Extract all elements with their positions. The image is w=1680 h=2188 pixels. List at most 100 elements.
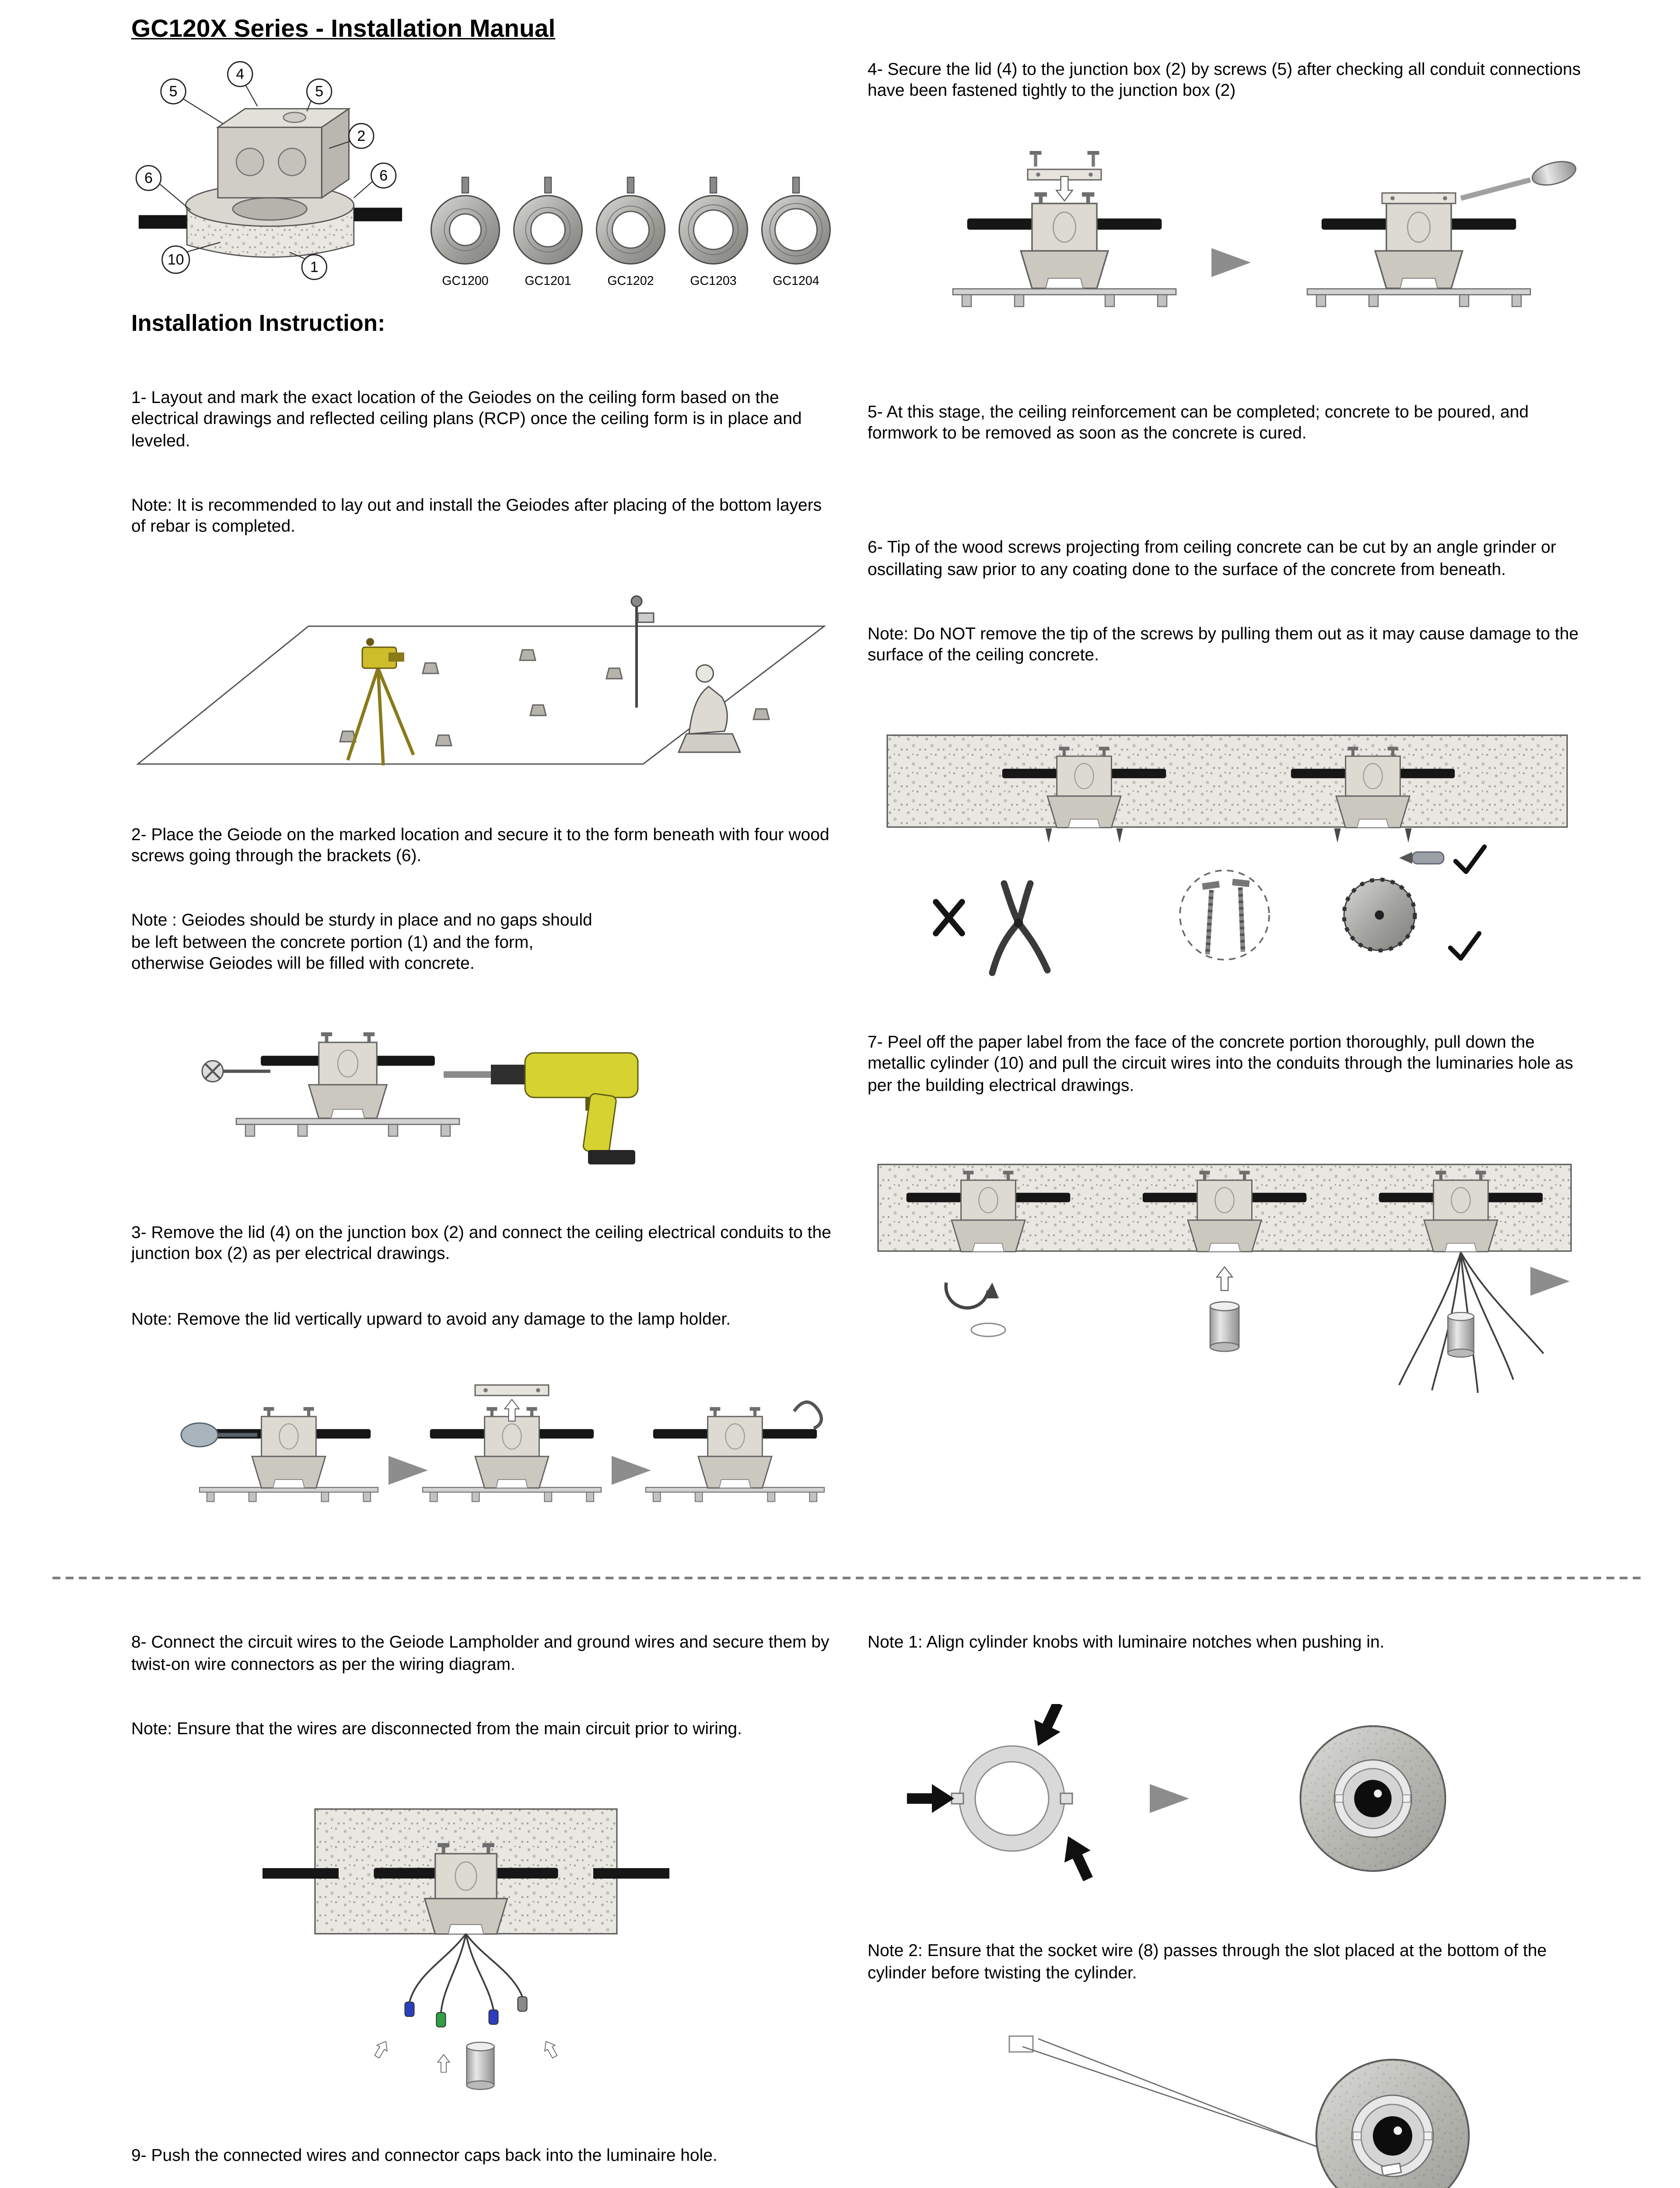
step-6-text: 6- Tip of the wood screws projecting fro…	[868, 537, 1561, 579]
pointer-arrow-icon	[540, 2038, 560, 2060]
pointer-arrow-icon	[371, 2038, 392, 2060]
hand-screw-icon	[201, 1060, 270, 1083]
cylinder-icon	[1447, 1311, 1474, 1358]
ring-icon	[679, 176, 748, 265]
illustration-remove-lid	[180, 1384, 825, 1502]
bottom-section: 8- Connect the circuit wires to the Geio…	[52, 1589, 1641, 2188]
product-gc1204: GC1204	[759, 175, 833, 289]
screw-icon	[1029, 151, 1042, 167]
product-gc1203: GC1203	[676, 175, 751, 289]
check-icon	[1450, 934, 1479, 959]
callout-2: 2	[357, 128, 365, 144]
step-8-note: Note: Ensure that the wires are disconne…	[131, 1718, 742, 1738]
callout-1: 1	[310, 259, 318, 276]
luminaire-face-icon	[1301, 1725, 1446, 1870]
callout-5b: 5	[315, 83, 323, 100]
product-label: GC1200	[442, 274, 489, 289]
note-1-text: Note 1: Align cylinder knobs with lumina…	[868, 1632, 1385, 1652]
step-3-text: 3- Remove the lid (4) on the junction bo…	[131, 1222, 836, 1264]
page-title: GC120X Series - Installation Manual	[131, 16, 556, 43]
lid-icon	[474, 1384, 550, 1396]
screws-detail-circle	[1179, 870, 1270, 961]
step-4-text: 4- Secure the lid (4) to the junction bo…	[868, 59, 1586, 100]
cylinder-icon	[466, 2041, 495, 2090]
step-4: 4- Secure the lid (4) to the junction bo…	[868, 16, 1592, 145]
concrete-slab	[886, 735, 1568, 828]
step-5: 5- At this stage, the ceiling reinforcem…	[868, 359, 1592, 488]
note-2-text: Note 2: Ensure that the socket wire (8) …	[868, 1940, 1552, 1982]
cylinder-top-ring	[951, 1745, 1073, 1851]
top-left-column: GC120X Series - Installation Manual	[52, 16, 833, 1563]
next-arrow-icon	[1530, 1266, 1570, 1296]
push-arrow-icon	[1025, 1703, 1071, 1752]
product-gc1201: GC1201	[511, 175, 585, 289]
hook-wire-icon	[792, 1400, 823, 1430]
step-9: 9- Push the connected wires and connecto…	[131, 2102, 833, 2188]
marker-cones	[339, 649, 770, 747]
x-mark-icon	[933, 899, 965, 937]
illustration-cut-screw-tips	[886, 735, 1568, 977]
ring-icon	[513, 176, 583, 265]
ring-icon	[596, 176, 665, 265]
bottom-left-column: 8- Connect the circuit wires to the Geio…	[52, 1589, 833, 2188]
step-1-note: Note: It is recommended to lay out and i…	[131, 494, 860, 536]
next-arrow-icon	[1211, 248, 1251, 277]
step-2-note: Note : Geiodes should be sturdy in place…	[131, 910, 592, 973]
illustration-pull-wires	[877, 1164, 1572, 1393]
product-label: GC1201	[525, 274, 571, 289]
screwdriver-icon	[1460, 161, 1577, 201]
up-arrow-icon	[1216, 1266, 1233, 1291]
lid-attached-icon	[1381, 193, 1456, 205]
screw-icon	[1087, 151, 1099, 167]
kneeling-worker-icon	[677, 664, 742, 753]
illustration-layout-survey	[136, 595, 826, 766]
step-1-text: 1- Layout and mark the exact location of…	[131, 387, 807, 450]
product-gc1202: GC1202	[593, 175, 668, 289]
junction-box-isometric	[216, 107, 351, 199]
step-8: 8- Connect the circuit wires to the Geio…	[131, 1589, 833, 1783]
step-3-note: Note: Remove the lid vertically upward t…	[131, 1308, 731, 1328]
step-3: 3- Remove the lid (4) on the junction bo…	[131, 1179, 833, 1373]
pliers-icon	[989, 880, 1051, 977]
step-6: 6- Tip of the wood screws projecting fro…	[868, 494, 1592, 709]
callout-4: 4	[236, 66, 244, 83]
top-right-column: 4- Secure the lid (4) to the junction bo…	[868, 16, 1592, 1563]
illustration-drill-fixing	[201, 1032, 639, 1165]
top-section: GC120X Series - Installation Manual	[52, 16, 1641, 1563]
step-5-text: 5- At this stage, the ceiling reinforcem…	[868, 402, 1533, 443]
drill-icon	[444, 1052, 639, 1165]
product-ring-row: GC1200 GC1201	[428, 175, 833, 297]
wire-slot	[1381, 2162, 1402, 2176]
step-2-text: 2- Place the Geiode on the marked locati…	[131, 824, 834, 866]
next-arrow-icon	[388, 1455, 428, 1484]
callouts: 5 4 5 2 6 6 10 1	[135, 61, 397, 280]
section-divider	[52, 1576, 1641, 1579]
section-heading: Installation Instruction:	[131, 310, 385, 336]
ring-icon	[761, 176, 831, 265]
twist-arrow-icon	[944, 1282, 1006, 1337]
product-label: GC1203	[690, 274, 737, 289]
step-7: 7- Peel off the paper label from the fac…	[868, 989, 1592, 1140]
survey-rod-icon	[630, 595, 654, 708]
wire-connector-caps	[404, 1996, 528, 2028]
step-7-text: 7- Peel off the paper label from the fac…	[868, 1032, 1578, 1095]
step-9-text: 9- Push the connected wires and connecto…	[131, 2145, 718, 2165]
callout-10: 10	[168, 252, 184, 268]
bottom-right-column: Note 1: Align cylinder knobs with lumina…	[868, 1589, 1592, 2188]
cylinder-icon	[1209, 1301, 1240, 1352]
illustration-socket-wire-slot	[1008, 2035, 1583, 2188]
callout-5a: 5	[169, 83, 178, 100]
ring-icon	[430, 176, 500, 265]
circuit-wires	[409, 1933, 523, 2013]
grinder-disc-icon	[1342, 878, 1417, 953]
pointer-arrow-icon	[437, 2054, 450, 2073]
step-1: 1- Layout and mark the exact location of…	[131, 344, 833, 580]
bullet-tool-icon	[1399, 852, 1445, 865]
push-arrow-icon	[1055, 1829, 1101, 1885]
theodolite-tripod-icon	[346, 638, 415, 766]
step-8-text: 8- Connect the circuit wires to the Geio…	[131, 1632, 834, 1674]
next-arrow-icon	[1150, 1783, 1189, 1813]
pump-tool-icon	[180, 1422, 257, 1447]
